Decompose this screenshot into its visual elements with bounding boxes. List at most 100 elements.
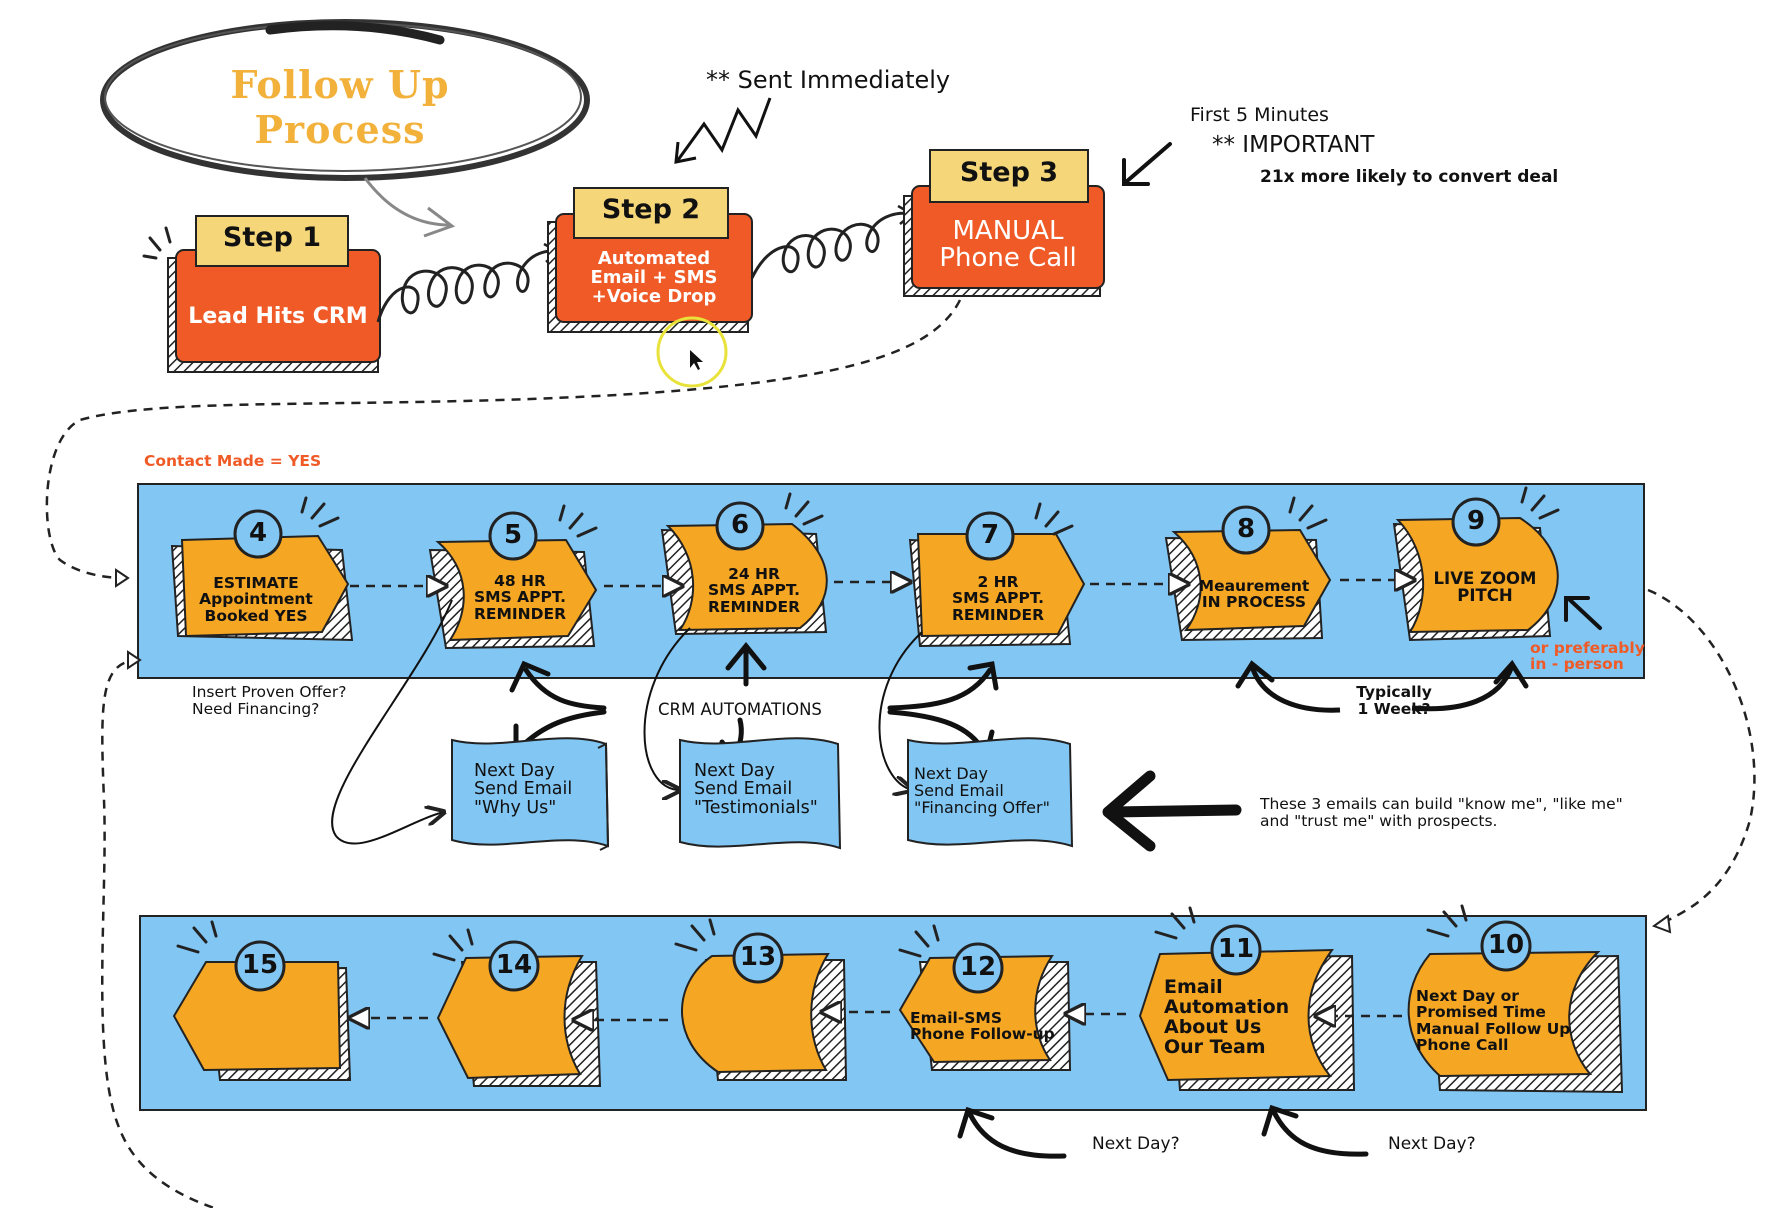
step3-tab-label: Step 3 <box>959 157 1059 188</box>
emails-explanation-note: These 3 emails can build "know me", "lik… <box>1260 795 1623 831</box>
mouse-cursor-icon <box>690 350 703 370</box>
node-8-number: 8 <box>1236 514 1256 544</box>
typically-arc-left <box>1249 665 1341 713</box>
step3-card <box>903 149 1105 297</box>
node-5-number: 5 <box>503 520 523 550</box>
node-12-line: Phone Follow-up <box>910 1025 1055 1044</box>
insert-offer-line: Insert Proven Offer? <box>192 683 347 701</box>
step3-body-line: Phone Call <box>939 243 1077 274</box>
next-day-arrows <box>957 1104 1369 1159</box>
node-11-label: Email Automation About Us Our Team <box>1164 976 1314 1058</box>
step2-card <box>547 187 753 333</box>
step2-body-line: +Voice Drop <box>591 285 717 307</box>
node-5-line: 48 HR <box>494 572 546 590</box>
email-flag-line: Send Email <box>474 779 573 800</box>
step2-body-line: Email + SMS <box>590 266 718 288</box>
email-flag-line: "Testimonials" <box>694 797 818 818</box>
step2-tab-label: Step 2 <box>601 194 701 225</box>
node-5-line: SMS APPT. <box>474 588 566 607</box>
sent-immediately-note: ** Sent Immediately <box>706 66 951 94</box>
node-10-line: Promised Time <box>1416 1003 1546 1022</box>
node-15-number: 15 <box>241 950 279 980</box>
important-arrow <box>1124 142 1172 184</box>
node-10-number: 10 <box>1487 930 1525 960</box>
step1-card <box>142 215 381 373</box>
node-13-number: 13 <box>739 942 777 972</box>
node-4-label: ESTIMATE Appointment Booked YES <box>186 575 326 624</box>
insert-offer-note: Insert Proven Offer? Need Financing? <box>192 683 347 718</box>
node-12-label: Email-SMS Phone Follow-up <box>910 1010 1060 1043</box>
coil-connector-1 <box>376 249 557 323</box>
email-flag-2-text: Next Day Send Email "Testimonials" <box>694 762 818 818</box>
node-11-line: Email <box>1164 976 1223 998</box>
node-7-label: 2 HR SMS APPT. REMINDER <box>928 574 1068 623</box>
step3-body: MANUAL Phone Call <box>912 216 1104 274</box>
more-likely-note: 21x more likely to convert deal <box>1260 167 1559 187</box>
emails-note-line: and "trust me" with prospects. <box>1260 812 1498 831</box>
next-day-label-1: Next Day? <box>1092 1134 1180 1154</box>
node-11-number: 11 <box>1217 934 1255 964</box>
typically-line: 1 Week? <box>1357 700 1431 719</box>
email-flag-line: Send Email <box>694 779 793 800</box>
step1-tab-label: Step 1 <box>222 222 322 253</box>
node-5-label: 48 HR SMS APPT. REMINDER <box>452 573 588 622</box>
node-5-line: REMINDER <box>473 604 567 623</box>
row1-dashed-connectors <box>350 580 1412 586</box>
email-flags <box>451 737 1074 851</box>
row1-number-circles <box>233 497 1501 561</box>
node-9-number: 9 <box>1466 506 1486 536</box>
row2-number-circles <box>234 920 1532 994</box>
typically-note: Typically 1 Week? <box>1334 683 1454 719</box>
first-5-minutes-note: First 5 Minutes <box>1190 104 1329 126</box>
preferably-line: in - person <box>1530 655 1624 674</box>
node-11-line: About Us <box>1164 1015 1262 1038</box>
node-6-line: 24 HR <box>728 565 780 583</box>
typically-line: Typically <box>1356 683 1432 701</box>
row2-panel <box>139 915 1647 1111</box>
email-loop-lines <box>331 599 923 845</box>
step2-body: Automated Email + SMS +Voice Drop <box>556 248 752 307</box>
step2-body-line: Automated <box>597 248 711 269</box>
contact-made-label: Contact Made = YES <box>144 452 322 470</box>
crm-automations-label: CRM AUTOMATIONS <box>658 700 822 719</box>
page-title: Follow Up Process <box>230 62 450 152</box>
sent-immediately-zigzag <box>676 97 772 161</box>
node-7-line: REMINDER <box>951 605 1045 624</box>
node-9-label: LIVE ZOOM PITCH <box>1418 570 1552 605</box>
preferably-line: or preferably <box>1530 639 1645 657</box>
node-4-line: Booked YES <box>204 606 308 625</box>
node-7-number: 7 <box>980 520 1000 550</box>
email-flag-line: Next Day <box>474 761 555 781</box>
node-9-line: LIVE ZOOM <box>1433 569 1537 588</box>
row1-sparkles <box>300 486 1560 538</box>
node-4-line: ESTIMATE <box>213 574 299 592</box>
row2-node-shapes <box>172 948 1624 1094</box>
step3-body-line: MANUAL <box>952 216 1064 246</box>
coil-connector-2 <box>750 211 911 279</box>
node-9-line: PITCH <box>1457 586 1513 606</box>
dashed-flow-left-loop <box>100 658 219 1208</box>
node-7-line: 2 HR <box>977 573 1019 591</box>
row1-node-shapes <box>170 516 1559 650</box>
emails-note-line: These 3 emails can build "know me", "lik… <box>1260 795 1623 813</box>
node-12-line: Email-SMS <box>910 1009 1003 1027</box>
node-8-label: Meaurement IN PROCESS <box>1188 578 1320 611</box>
important-note: ** IMPORTANT <box>1212 132 1375 158</box>
node-11-line: Our Team <box>1164 1035 1266 1058</box>
preferably-note: or preferably in - person <box>1530 640 1645 673</box>
typically-arc-right <box>1411 665 1515 712</box>
node-6-number: 6 <box>730 510 750 540</box>
email-flag-1-text: Next Day Send Email "Why Us" <box>474 761 573 818</box>
node-4-number: 4 <box>248 518 268 548</box>
node-6-line: REMINDER <box>707 597 801 616</box>
email-flag-line: Send Email <box>914 780 1004 800</box>
node-7-line: SMS APPT. <box>952 589 1044 608</box>
email-flag-3-text: Next Day Send Email "Financing Offer" <box>914 765 1050 816</box>
node-10-line: Next Day or <box>1416 987 1519 1005</box>
title-to-step1-arrow <box>363 177 451 227</box>
row2-dashed-connectors <box>352 1012 1402 1020</box>
node-10-line: Phone Call <box>1416 1035 1509 1054</box>
next-day-label-2: Next Day? <box>1388 1134 1476 1154</box>
